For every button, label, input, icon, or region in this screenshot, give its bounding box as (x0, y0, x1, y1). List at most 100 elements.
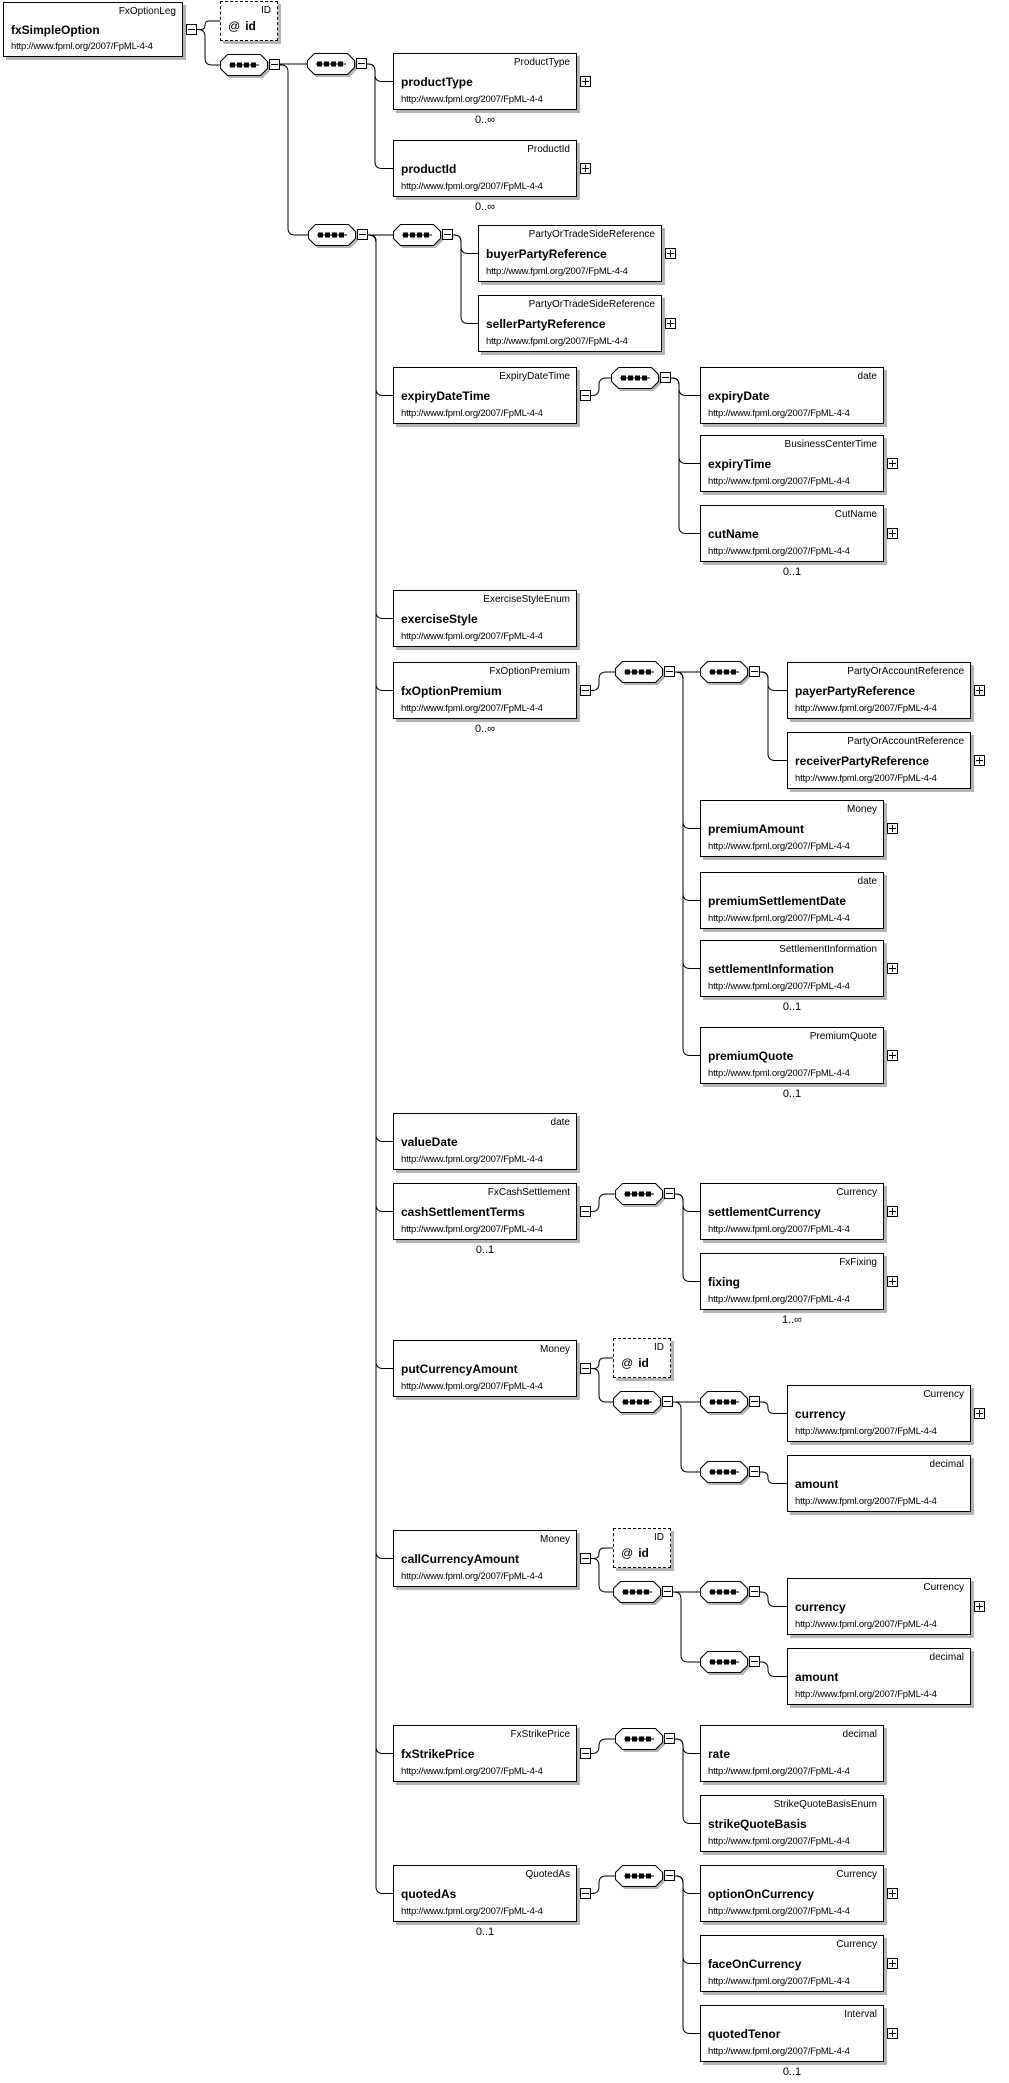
element-namespace: http://www.fpml.org/2007/FpML-4-4 (486, 266, 628, 277)
collapse-icon[interactable] (749, 1586, 760, 1597)
expand-icon[interactable] (887, 458, 898, 469)
collapse-icon[interactable] (749, 1466, 760, 1477)
expand-icon[interactable] (974, 1408, 985, 1419)
expand-icon[interactable] (974, 755, 985, 766)
element-type: StrikeQuoteBasisEnum (773, 1799, 877, 1810)
collapse-icon[interactable] (186, 24, 197, 35)
expand-icon[interactable] (887, 2028, 898, 2039)
collapse-icon[interactable] (662, 1396, 673, 1407)
collapse-icon[interactable] (662, 1586, 673, 1597)
collapse-icon[interactable] (580, 1888, 591, 1899)
collapse-icon[interactable] (664, 1188, 675, 1199)
collapse-icon[interactable] (580, 1748, 591, 1759)
connector (760, 1661, 787, 1677)
expand-icon[interactable] (580, 163, 591, 174)
connector (591, 1368, 613, 1403)
expand-icon[interactable] (974, 685, 985, 696)
expand-icon[interactable] (580, 76, 591, 87)
expand-icon[interactable] (887, 823, 898, 834)
connector (760, 671, 787, 691)
expand-icon[interactable] (887, 1888, 898, 1899)
attribute-id[interactable]: ID@id (613, 1338, 671, 1378)
collapse-icon[interactable] (442, 229, 453, 240)
collapse-icon[interactable] (580, 1206, 591, 1217)
expand-icon[interactable] (887, 963, 898, 974)
sequence-icon (613, 1391, 661, 1413)
collapse-icon[interactable] (357, 229, 368, 240)
collapse-icon[interactable] (580, 390, 591, 401)
expand-icon[interactable] (887, 1206, 898, 1217)
expand-icon[interactable] (887, 1050, 898, 1061)
connector (368, 234, 393, 691)
expand-icon[interactable] (665, 318, 676, 329)
element-name: currency (795, 1599, 846, 1614)
element-namespace: http://www.fpml.org/2007/FpML-4-4 (708, 1836, 850, 1847)
attribute-id[interactable]: ID@id (613, 1528, 671, 1568)
element-namespace: http://www.fpml.org/2007/FpML-4-4 (401, 94, 543, 105)
expand-icon[interactable] (887, 528, 898, 539)
collapse-icon[interactable] (664, 666, 675, 677)
collapse-icon[interactable] (580, 1363, 591, 1374)
element-name: valueDate (401, 1134, 458, 1149)
collapse-icon[interactable] (749, 1656, 760, 1667)
collapse-icon[interactable] (664, 1733, 675, 1744)
expand-icon[interactable] (887, 1276, 898, 1287)
collapse-icon[interactable] (749, 666, 760, 677)
connector (760, 1401, 787, 1414)
collapse-icon[interactable] (660, 372, 671, 383)
connector (675, 1738, 700, 1754)
collapse-icon[interactable] (664, 1870, 675, 1881)
collapse-icon[interactable] (580, 1553, 591, 1564)
sequence-indicator (613, 1391, 661, 1413)
expand-icon[interactable] (974, 1601, 985, 1612)
collapse-icon[interactable] (356, 58, 367, 69)
connector (675, 1875, 700, 2034)
collapse-icon[interactable] (269, 59, 280, 70)
attribute-name: id (638, 1546, 649, 1560)
connector (368, 234, 393, 619)
collapse-icon[interactable] (749, 1396, 760, 1407)
element-type: PremiumQuote (809, 1031, 877, 1042)
expand-icon[interactable] (887, 1958, 898, 1969)
sequence-icon (615, 1865, 663, 1887)
collapse-icon[interactable] (580, 685, 591, 696)
attribute-id[interactable]: ID@id (220, 1, 278, 41)
at-sign: @ (228, 19, 241, 33)
connector (671, 377, 700, 464)
expand-icon[interactable] (665, 248, 676, 259)
